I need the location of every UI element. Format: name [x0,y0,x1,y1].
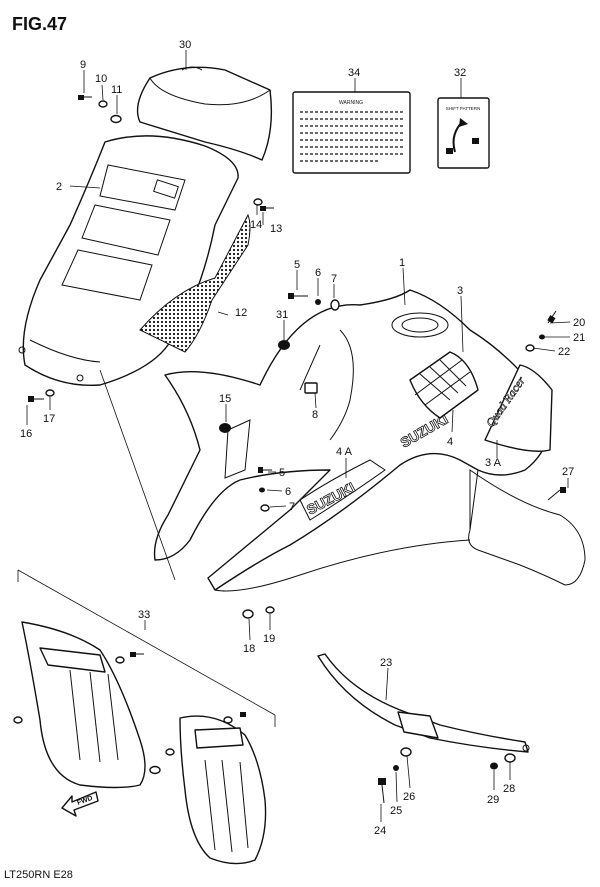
callout-7-low: 7 [289,501,295,513]
callout-34: 34 [348,67,360,79]
figure-title: FIG.47 [12,14,67,34]
mud-flap-left [21,621,146,789]
callout-3a: 3 A [485,457,502,469]
group-33-bracket [17,569,276,727]
callout-18: 18 [243,643,255,655]
callout-27: 27 [562,466,574,478]
hardware-fasteners [13,95,566,804]
callout-23: 23 [380,657,392,669]
callout-9: 9 [80,59,86,71]
callout-5-top: 5 [294,259,300,271]
callout-7-top: 7 [331,273,337,285]
mud-flap-right [179,715,267,865]
shift-pattern-header: SHIFT PATTERN [446,106,481,111]
callout-31: 31 [276,309,288,321]
callout-20: 20 [573,317,585,329]
front-cowl [18,135,239,387]
callout-21: 21 [573,332,585,344]
mesh-grille [139,213,251,353]
fender-bracket [317,653,530,753]
callout-33: 33 [138,609,150,621]
fwd-arrow: FWD [61,791,99,817]
callout-12: 12 [235,307,247,319]
callout-28: 28 [503,783,515,795]
callout-6-top: 6 [315,267,321,279]
callout-19: 19 [263,633,275,645]
callout-14: 14 [250,219,262,231]
callout-8: 8 [312,409,318,421]
callout-2: 2 [56,181,62,193]
callout-4: 4 [447,436,453,448]
callout-24: 24 [374,825,386,837]
callout-3: 3 [457,285,463,297]
callout-16: 16 [20,428,32,440]
callout-10: 10 [95,73,107,85]
shift-pattern-label: SHIFT PATTERN [437,97,490,169]
callout-29: 29 [487,794,499,806]
callout-4a: 4 A [336,446,353,458]
callout-22: 22 [558,346,570,358]
leader-lines [26,50,571,822]
callout-11: 11 [111,84,122,96]
callout-32: 32 [454,67,466,79]
callout-17: 17 [43,413,55,425]
callout-13: 13 [270,223,282,235]
callout-25: 25 [390,805,402,817]
callout-30: 30 [179,39,191,51]
warning-label-header: WARNING [339,100,363,106]
warning-label: WARNING [292,91,411,174]
callout-1: 1 [399,257,405,269]
callout-5-low: 5 [279,467,285,479]
headlight-cover-top [136,66,273,161]
callout-26: 26 [403,791,415,803]
callout-15: 15 [219,393,231,405]
model-code: LT250RN E28 [4,869,73,881]
callout-6-low: 6 [285,486,291,498]
callout-labels: 9 10 11 30 2 14 13 12 5 6 7 34 32 1 3 31… [20,39,585,837]
